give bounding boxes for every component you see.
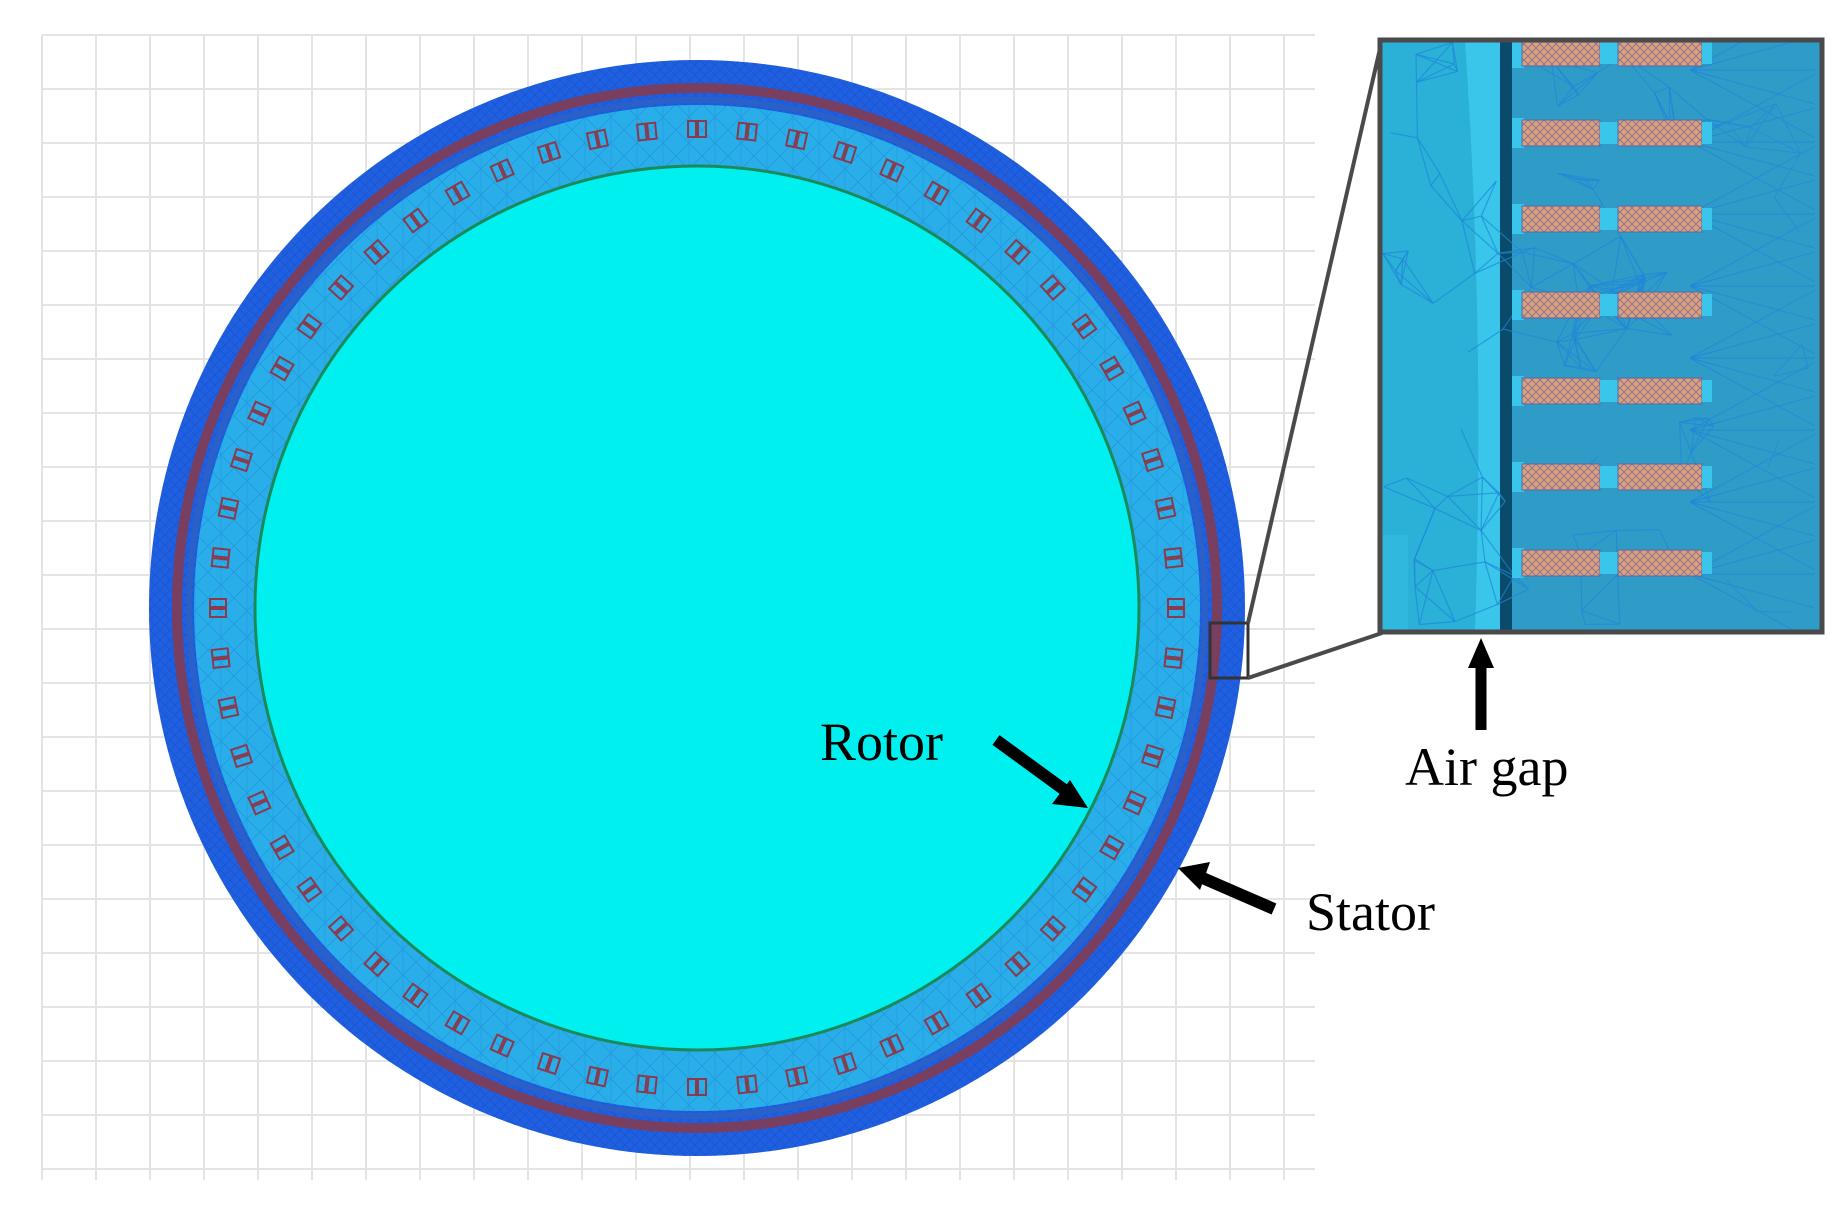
stator-slot (402, 982, 429, 1009)
coil-ring (172, 83, 1222, 1133)
inset-frame (1377, 37, 1825, 635)
stator-slot (489, 1033, 515, 1058)
stator-slot (247, 790, 272, 816)
stator-slot (1163, 647, 1184, 669)
inset-coil-slot (1512, 462, 1712, 492)
stator-slot (636, 1074, 658, 1095)
stator-slot (1004, 238, 1031, 266)
stator-slot (879, 1033, 905, 1058)
zoom-connector-bottom (1247, 631, 1383, 680)
stator-slot (1071, 876, 1098, 903)
stator-slot (585, 128, 610, 151)
stator-slot (536, 1051, 562, 1076)
stator-slot (217, 695, 240, 720)
stator-slot (636, 121, 658, 142)
stator-slot (1071, 313, 1098, 340)
stator-slot (1140, 743, 1165, 769)
stator-slot (1154, 695, 1177, 720)
stator-slot (832, 140, 858, 165)
inset-rotor-region (1380, 42, 1479, 630)
stator-slot (363, 950, 390, 978)
stator-slot (296, 876, 323, 903)
inset-stator-tooth-strip (1500, 42, 1512, 630)
inset-coil-slots (1512, 42, 1712, 578)
stator-slot (1122, 400, 1147, 426)
inset-air-gap-band (1465, 42, 1505, 630)
stator-slot (1163, 547, 1184, 569)
stator-slot (269, 355, 295, 382)
stator-slot (1004, 950, 1031, 978)
stator-slot (923, 180, 950, 206)
zoom-region-box (1208, 621, 1250, 680)
stator-slot (1039, 915, 1067, 942)
stator-slot (965, 982, 992, 1009)
stator-slot (296, 313, 323, 340)
stator-slot (489, 158, 515, 183)
air-gap-label: Air gap (1405, 737, 1568, 797)
stator-slot (1099, 834, 1125, 861)
inset-coil-slot (1512, 548, 1712, 578)
stator-slot (229, 743, 254, 769)
inset-coil-slot (1512, 290, 1712, 320)
inset-yoke-region (1720, 42, 1820, 630)
stator-slot (209, 598, 227, 618)
stator-slot (402, 207, 429, 234)
stator-slot (1122, 790, 1147, 816)
stator-slot (536, 140, 562, 165)
stator-slot (247, 400, 272, 426)
stator-slot (687, 120, 707, 138)
inset-coil-slot (1512, 42, 1712, 68)
stator-slot (1167, 598, 1185, 618)
rotor (253, 164, 1141, 1052)
stator-slot (965, 207, 992, 234)
stator-slot (585, 1065, 610, 1088)
stator-slot (784, 1065, 809, 1088)
stator-slot (444, 1010, 471, 1036)
stator-slot (327, 915, 355, 942)
coil-ring-inner (186, 97, 1208, 1119)
stator-arrow (1178, 862, 1277, 915)
inset-coil-slot (1512, 118, 1712, 148)
stator-slot (217, 496, 240, 521)
stator-slot (210, 547, 231, 569)
stator-slot (832, 1051, 858, 1076)
air-gap-arrow (1468, 638, 1494, 730)
stator-slot (269, 834, 295, 861)
stator-slot (1039, 274, 1067, 301)
stator-slots (209, 120, 1185, 1096)
inset-coil-slot (1512, 204, 1712, 234)
stator-slot (736, 121, 758, 142)
stator-slot (229, 447, 254, 473)
stator-slot (736, 1074, 758, 1095)
stator-slot (784, 128, 809, 151)
rotor-arrow (992, 735, 1088, 808)
stator-slot (687, 1078, 707, 1096)
stator-slot (363, 238, 390, 266)
stator-slot (923, 1010, 950, 1036)
zoomed-inset (1380, 42, 1820, 630)
stator-slot (879, 158, 905, 183)
stator-slot (1140, 447, 1165, 473)
inset-rotor-step (1380, 535, 1408, 630)
inset-mesh (1382, 42, 1816, 630)
zoom-connector-top (1246, 39, 1384, 624)
inset-coil-slot (1512, 376, 1712, 406)
stator-slot (327, 274, 355, 301)
machine-cross-section (149, 60, 1245, 1156)
stator-slot (210, 647, 231, 669)
stator-slot (444, 180, 471, 206)
rotor-label: Rotor (820, 712, 943, 772)
stator-slot (1099, 355, 1125, 382)
stator-slot (1154, 496, 1177, 521)
stator-label: Stator (1306, 882, 1435, 942)
